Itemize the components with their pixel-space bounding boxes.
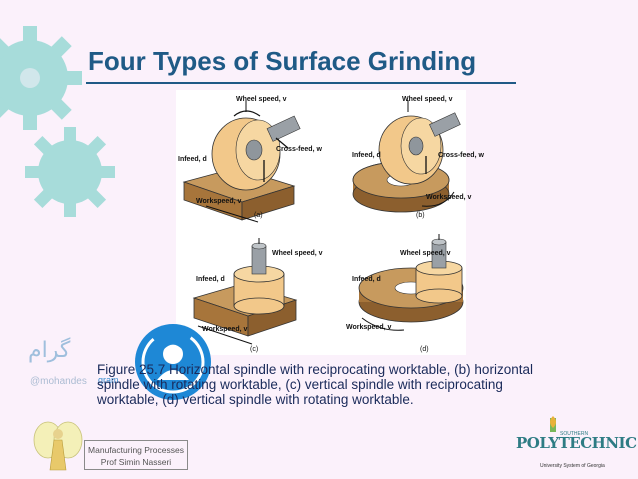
grinding-diagram — [182, 100, 464, 345]
panel-c-workspeed-label: Workspeed, v — [202, 326, 248, 333]
panel-b-workspeed-label: Workspeed, v — [426, 194, 472, 201]
panel-d-wheel-speed-label: Wheel speed, v — [400, 250, 451, 257]
footer-credit-box: Manufacturing Processes Prof Simin Nasse… — [84, 440, 188, 470]
panel-a — [182, 100, 301, 223]
panel-c-tag: (c) — [250, 346, 259, 353]
watermark-badge-icon — [135, 324, 211, 400]
panel-d-infeed-label: Infeed, d — [352, 276, 381, 283]
footer-author-text: Prof Simin Nasseri — [100, 457, 172, 467]
panel-d-workspeed-label: Workspeed, v — [346, 324, 392, 331]
footer-course-text: Manufacturing Processes — [88, 445, 184, 455]
grinding-figure: Wheel speed, v Cross-feed, w Infeed, d W… — [176, 90, 484, 355]
panel-d-tag: (d) — [420, 346, 429, 353]
logo-tagline-text: University System of Georgia — [540, 463, 605, 469]
title-underline — [86, 82, 516, 84]
panel-c — [192, 238, 298, 345]
university-logo-icon — [550, 416, 556, 432]
figure-caption: Figure 25.7 Horizontal spindle with reci… — [97, 362, 533, 407]
gear-decoration-icon — [0, 26, 115, 217]
panel-b-tag: (b) — [416, 212, 425, 219]
logo-top-text: SOUTHERN — [560, 431, 589, 437]
panel-a-tag: (a) — [254, 212, 263, 219]
panel-c-wheel-speed-label: Wheel speed, v — [272, 250, 323, 257]
fairy-logo-icon — [33, 421, 83, 471]
panel-c-infeed-label: Infeed, d — [196, 276, 225, 283]
panel-b-wheel-speed-label: Wheel speed, v — [402, 96, 453, 103]
watermark-handle: @mohandes — [30, 376, 87, 387]
slide-title: Four Types of Surface Grinding — [88, 46, 477, 76]
panel-a-wheel-speed-label: Wheel speed, v — [236, 96, 287, 103]
panel-a-workspeed-label: Workspeed, v — [196, 198, 242, 205]
panel-b-infeed-label: Infeed, d — [352, 152, 381, 159]
watermark-text: گرام — [28, 338, 71, 363]
panel-b-cross-feed-label: Cross-feed, w — [438, 152, 484, 159]
panel-a-cross-feed-label: Cross-feed, w — [276, 146, 322, 153]
watermark-small-text: gram — [98, 375, 119, 385]
panel-d — [358, 234, 464, 331]
logo-name-text: POLYTECHNIC — [516, 434, 637, 452]
panel-a-infeed-label: Infeed, d — [178, 156, 207, 163]
panel-b — [352, 100, 461, 213]
